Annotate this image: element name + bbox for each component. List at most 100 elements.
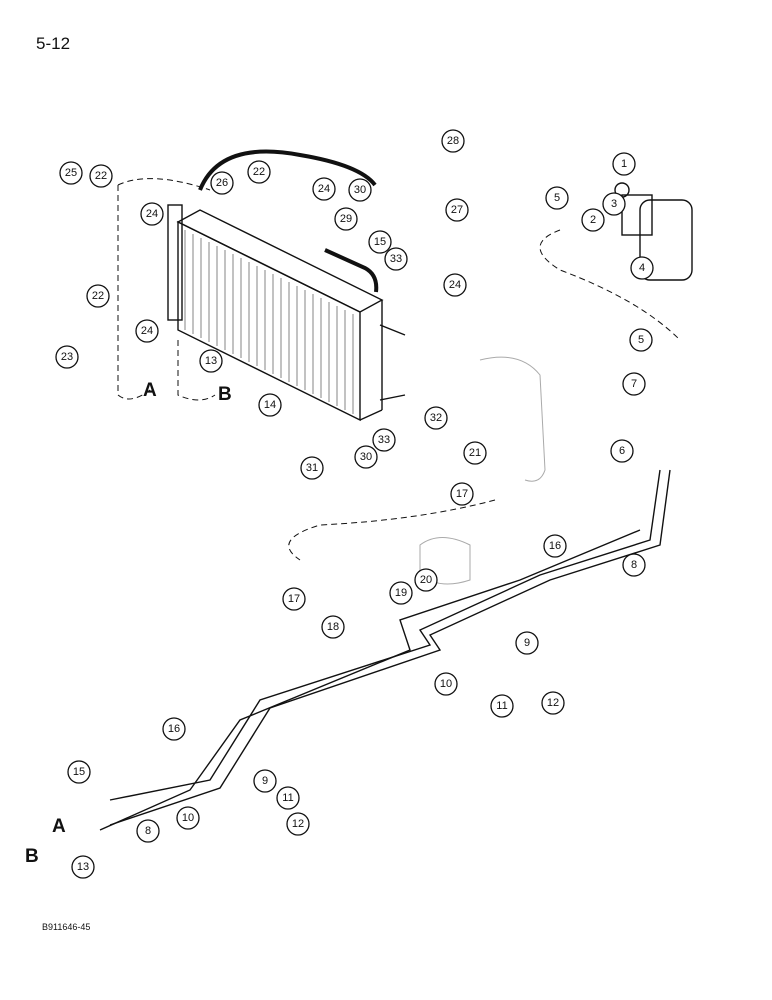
svg-text:8: 8	[145, 825, 151, 837]
svg-text:8: 8	[631, 559, 637, 571]
callout-26: 26	[210, 171, 234, 195]
callout-11: 11	[490, 694, 514, 718]
callout-4: 4	[630, 256, 654, 280]
svg-text:17: 17	[288, 593, 300, 605]
callout-15: 15	[67, 760, 91, 784]
dashed-route-22	[117, 178, 211, 191]
callout-18: 18	[321, 615, 345, 639]
connection-letter-a: A	[52, 816, 66, 837]
callout-15: 15	[368, 230, 392, 254]
callout-29: 29	[334, 207, 358, 231]
callout-10: 10	[434, 672, 458, 696]
figure-code: B911646-45	[42, 922, 91, 932]
callout-33: 33	[372, 428, 396, 452]
callout-7: 7	[622, 372, 646, 396]
svg-text:15: 15	[73, 766, 85, 778]
callout-5: 5	[629, 328, 653, 352]
svg-text:9: 9	[262, 775, 268, 787]
callout-1: 1	[612, 152, 636, 176]
svg-text:15: 15	[374, 236, 386, 248]
svg-text:17: 17	[456, 488, 468, 500]
svg-text:30: 30	[354, 184, 366, 196]
callout-28: 28	[441, 129, 465, 153]
connection-letter-b: B	[25, 846, 39, 867]
svg-text:25: 25	[65, 167, 77, 179]
callout-11: 11	[276, 786, 300, 810]
svg-text:24: 24	[146, 208, 158, 220]
svg-text:24: 24	[141, 325, 153, 337]
callout-24: 24	[443, 273, 467, 297]
oil-cooler	[167, 204, 406, 422]
callout-8: 8	[136, 819, 160, 843]
callout-24: 24	[312, 177, 336, 201]
svg-text:18: 18	[327, 621, 339, 633]
svg-text:4: 4	[639, 262, 645, 274]
svg-text:22: 22	[253, 166, 265, 178]
svg-text:7: 7	[631, 378, 637, 390]
connection-letter-b: B	[218, 384, 232, 405]
svg-text:32: 32	[430, 412, 442, 424]
dashed-route-b	[177, 340, 216, 401]
callout-27: 27	[445, 198, 469, 222]
callout-2: 2	[581, 208, 605, 232]
callout-10: 10	[176, 806, 200, 830]
svg-text:9: 9	[524, 637, 530, 649]
svg-text:10: 10	[182, 812, 194, 824]
callout-19: 19	[389, 581, 413, 605]
callout-9: 9	[253, 769, 277, 793]
callout-30: 30	[354, 445, 378, 469]
callout-16: 16	[162, 717, 186, 741]
dashed-route-a	[117, 185, 151, 400]
hose-line-15	[198, 149, 379, 293]
svg-text:14: 14	[264, 399, 276, 411]
svg-text:5: 5	[638, 334, 644, 346]
callout-25: 25	[59, 161, 83, 185]
callout-30: 30	[348, 178, 372, 202]
svg-text:33: 33	[390, 253, 402, 265]
svg-text:31: 31	[306, 462, 318, 474]
svg-text:1: 1	[621, 158, 627, 170]
callout-33: 33	[384, 247, 408, 271]
callout-13: 13	[199, 349, 223, 373]
callout-9: 9	[515, 631, 539, 655]
steering-valve	[614, 182, 693, 281]
callout-22: 22	[247, 160, 271, 184]
callout-20: 20	[414, 568, 438, 592]
svg-text:12: 12	[547, 697, 559, 709]
svg-text:20: 20	[420, 574, 432, 586]
svg-text:2: 2	[590, 214, 596, 226]
svg-text:30: 30	[360, 451, 372, 463]
callout-17: 17	[450, 482, 474, 506]
svg-text:22: 22	[92, 290, 104, 302]
callout-32: 32	[424, 406, 448, 430]
svg-text:11: 11	[496, 700, 507, 712]
callout-12: 12	[541, 691, 565, 715]
svg-text:10: 10	[440, 678, 452, 690]
svg-text:13: 13	[77, 861, 89, 873]
ghost-pump	[419, 356, 546, 585]
svg-text:27: 27	[451, 204, 463, 216]
svg-text:22: 22	[95, 170, 107, 182]
svg-text:19: 19	[395, 587, 407, 599]
callout-3: 3	[602, 192, 626, 216]
svg-text:6: 6	[619, 445, 625, 457]
page-number: 5-12	[36, 34, 71, 53]
callout-21: 21	[463, 441, 487, 465]
callout-6: 6	[610, 439, 634, 463]
callout-24: 24	[135, 319, 159, 343]
svg-text:13: 13	[205, 355, 217, 367]
svg-text:28: 28	[447, 135, 459, 147]
svg-text:23: 23	[61, 351, 73, 363]
callout-16: 16	[543, 534, 567, 558]
callout-5: 5	[545, 186, 569, 210]
svg-text:5: 5	[554, 192, 560, 204]
connection-letter-a: A	[143, 380, 157, 401]
tube-lines-8-16	[99, 469, 671, 831]
callout-14: 14	[258, 393, 282, 417]
svg-text:26: 26	[216, 177, 228, 189]
callout-12: 12	[286, 812, 310, 836]
callout-13: 13	[71, 855, 95, 879]
svg-text:16: 16	[549, 540, 561, 552]
callout-24: 24	[140, 202, 164, 226]
